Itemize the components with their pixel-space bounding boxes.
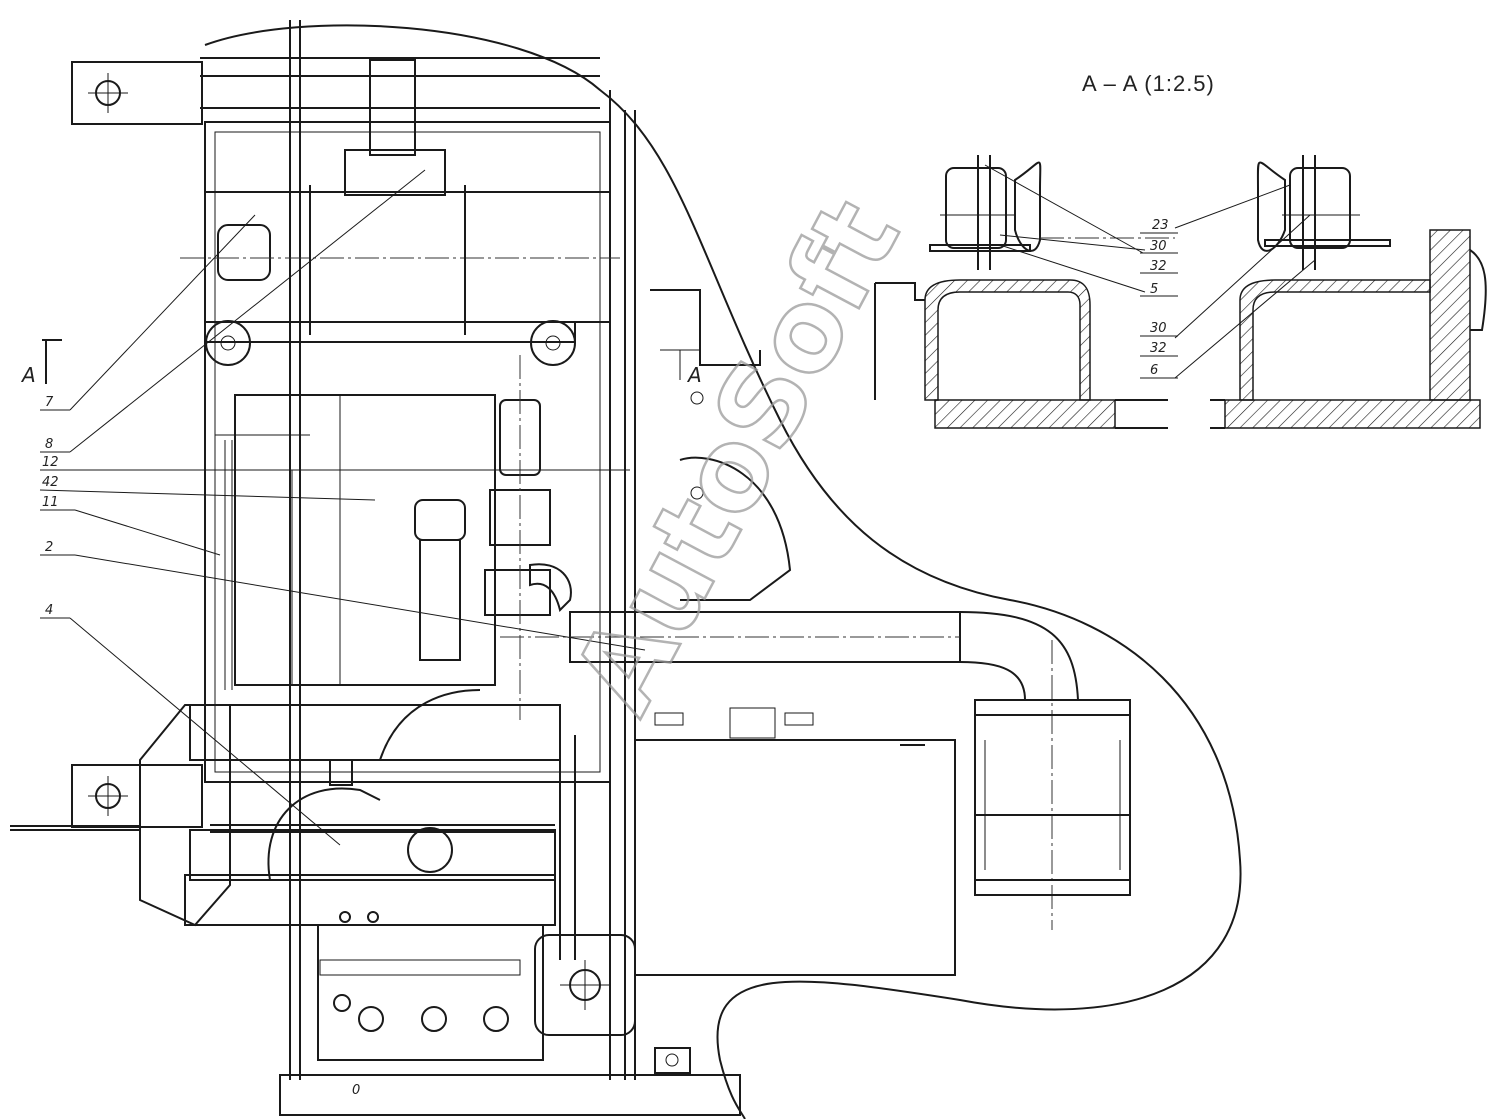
mid-right-bracket bbox=[650, 289, 792, 601]
section-callout-32-upper: 32 bbox=[1150, 259, 1167, 274]
muffler bbox=[974, 699, 1131, 896]
main-leaders bbox=[39, 169, 646, 846]
callout-8: 8 bbox=[45, 437, 53, 452]
bottom-left-bracket bbox=[10, 764, 203, 831]
section-view-title: A – A (1:2.5) bbox=[1082, 71, 1215, 96]
callout-42: 42 bbox=[42, 475, 59, 490]
section-marker-left: A bbox=[20, 363, 36, 387]
section-callout-5: 5 bbox=[1150, 282, 1158, 297]
section-view: A – A (1:2.5) bbox=[874, 71, 1487, 429]
callout-12: 12 bbox=[42, 455, 59, 470]
break-outline bbox=[204, 24, 1242, 1119]
bottom-assembly bbox=[317, 735, 691, 1074]
section-marker-right: A bbox=[686, 363, 702, 387]
top-left-bracket bbox=[71, 57, 600, 125]
callout-4: 4 bbox=[45, 603, 53, 618]
exhaust-pipe bbox=[500, 611, 1080, 930]
upper-tank bbox=[180, 59, 620, 366]
section-callout-30-lower: 30 bbox=[1150, 321, 1167, 336]
lower-assembly bbox=[139, 689, 561, 927]
callout-7: 7 bbox=[45, 395, 54, 410]
section-callout-32-lower: 32 bbox=[1150, 341, 1167, 356]
callout-11: 11 bbox=[42, 495, 59, 510]
bottom-mark: 0 bbox=[352, 1083, 360, 1098]
section-callout-30-upper: 30 bbox=[1150, 239, 1167, 254]
right-box bbox=[634, 707, 956, 976]
callout-2: 2 bbox=[45, 540, 53, 555]
section-callout-23: 23 bbox=[1152, 218, 1169, 233]
watermark: AutoSoft bbox=[549, 180, 925, 733]
section-callout-6: 6 bbox=[1150, 363, 1158, 378]
section-marker: A A bbox=[20, 339, 702, 387]
vertical-pipe bbox=[484, 355, 572, 720]
